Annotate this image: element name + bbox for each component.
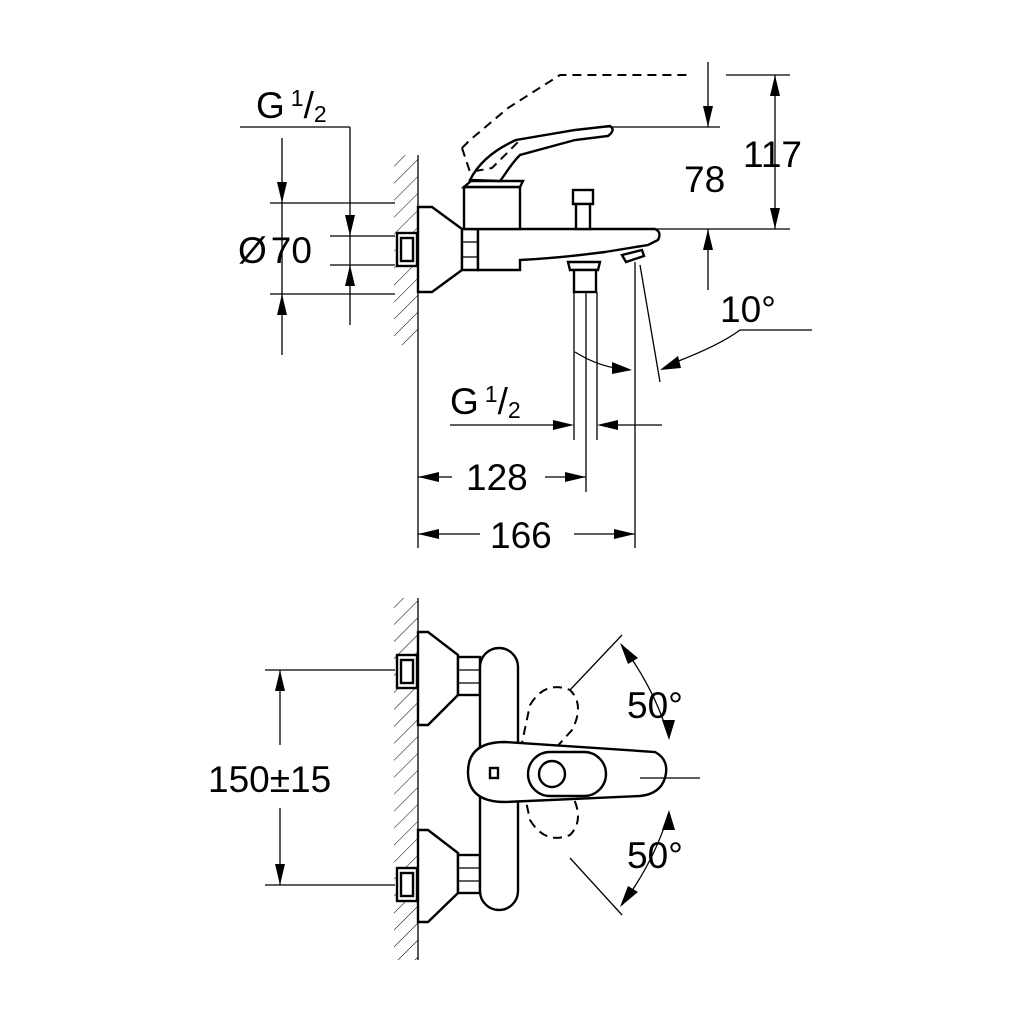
height-lever-raised-label: 117 xyxy=(743,134,802,175)
rotation-up-label: 50° xyxy=(627,685,683,726)
height-spout-label: 78 xyxy=(684,159,725,200)
dim-outlet xyxy=(450,292,662,440)
wall-hatch-front xyxy=(394,598,418,960)
rotation-down-label: 50° xyxy=(627,835,683,876)
centre-distance-label: 150±15 xyxy=(208,759,331,800)
lever-solid xyxy=(468,124,614,183)
dim-centres xyxy=(265,669,395,886)
mixer-body xyxy=(460,74,692,294)
lever-raised-outline xyxy=(461,74,692,174)
lever-front xyxy=(466,740,668,804)
wall-flange xyxy=(395,205,480,294)
aerator xyxy=(620,248,646,264)
side-view: G1/2 Ø70 117 78 10° G1/2 128 166 xyxy=(238,62,812,556)
upper-connector xyxy=(395,630,482,727)
dim-angle xyxy=(574,262,812,548)
dim-rotation xyxy=(569,634,700,916)
dim-projection xyxy=(418,292,635,539)
projection-outlet-label: 128 xyxy=(466,457,528,498)
spout-angle-label: 10° xyxy=(720,289,776,330)
front-view: 150±15 50° 50° xyxy=(208,598,700,960)
projection-total-label: 166 xyxy=(490,515,552,556)
dim-inlet xyxy=(240,126,395,355)
diverter-knob xyxy=(571,188,595,206)
dim-heights xyxy=(604,62,790,290)
